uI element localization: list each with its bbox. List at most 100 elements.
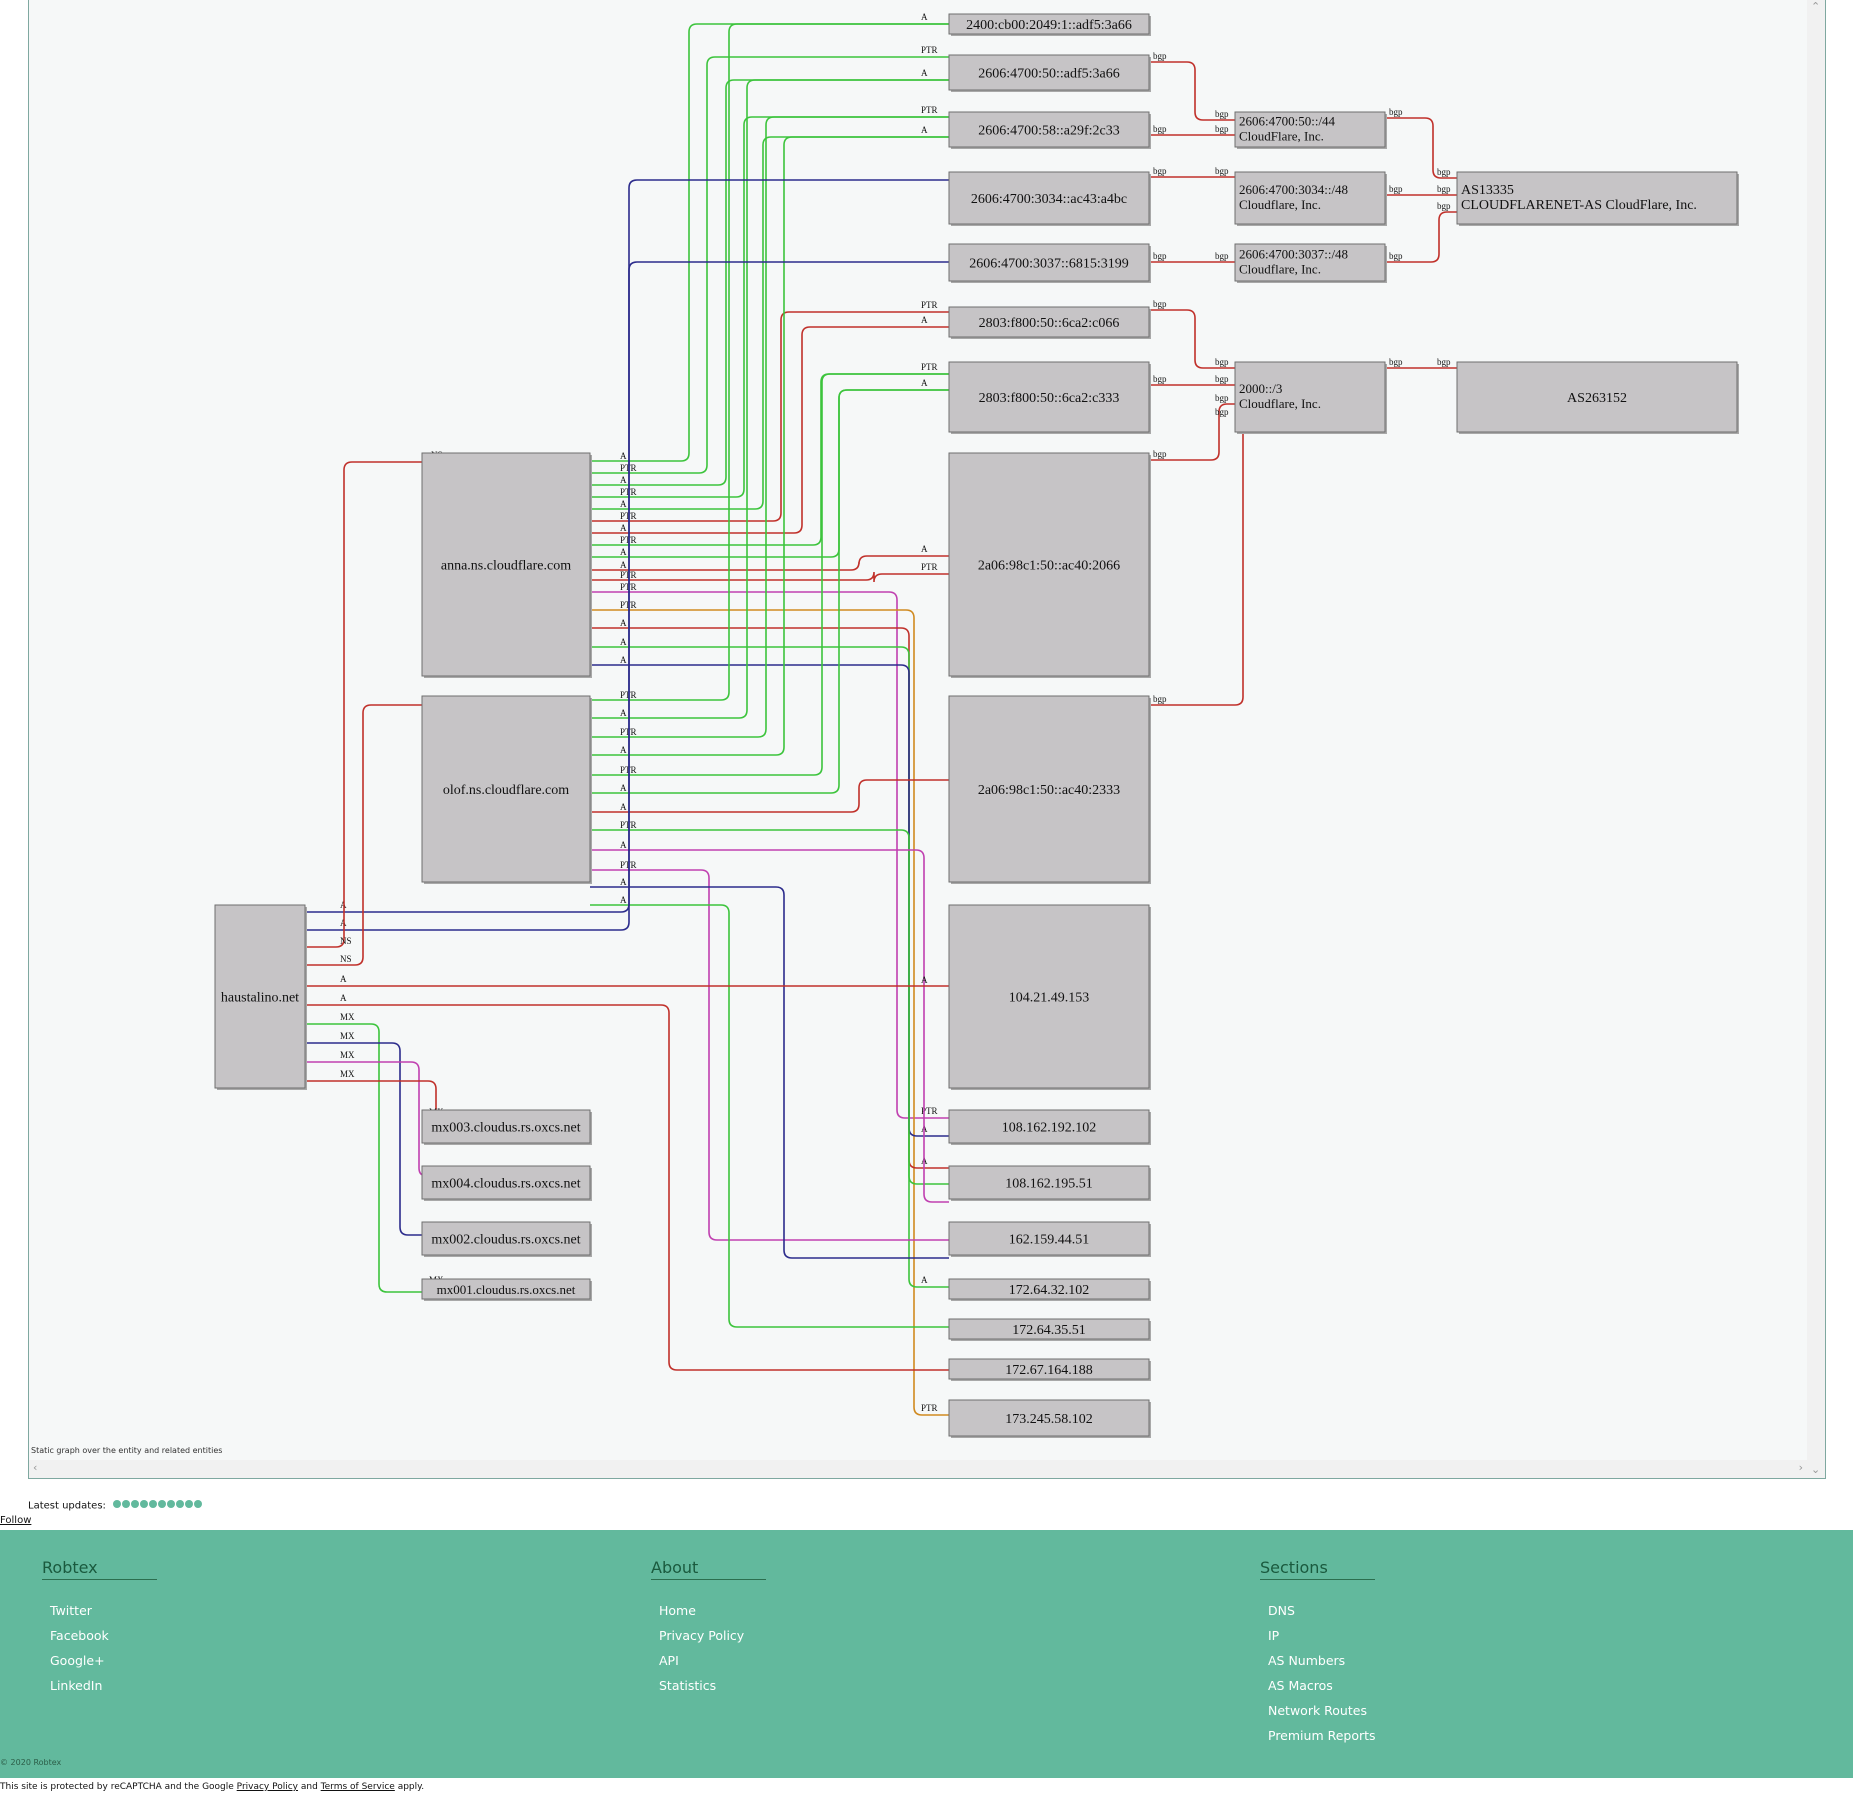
node-box <box>421 1165 591 1200</box>
edge-label: bgp <box>1437 184 1451 194</box>
update-dot[interactable] <box>185 1500 194 1508</box>
edge-label: bgp <box>1153 374 1167 384</box>
footer-link-ip[interactable]: IP <box>1268 1628 1280 1643</box>
edge-label: A <box>921 975 928 985</box>
node-ip2[interactable]: 2606:4700:50::adf5:3a66 <box>948 54 1151 92</box>
update-dot[interactable] <box>149 1500 158 1508</box>
footer-heading-sections: Sections <box>1260 1558 1375 1580</box>
node-mx002[interactable]: mx002.cloudus.rs.oxcs.net <box>421 1221 592 1257</box>
footer-link-premium-reports[interactable]: Premium Reports <box>1268 1728 1376 1743</box>
edge-label: bgp <box>1389 357 1403 367</box>
node-box <box>948 111 1150 148</box>
footer-link-privacy[interactable]: Privacy Policy <box>659 1628 745 1643</box>
node-ip13[interactable]: 162.159.44.51 <box>948 1221 1151 1257</box>
node-ip5[interactable]: 2606:4700:3037::6815:3199 <box>948 243 1151 283</box>
horizontal-scrollbar[interactable]: ‹ › <box>29 1460 1807 1478</box>
update-dot[interactable] <box>158 1500 167 1508</box>
graph-edge <box>590 23 949 701</box>
update-dot[interactable] <box>122 1500 131 1508</box>
node-as2[interactable]: AS263152 <box>1456 361 1739 434</box>
footer-link-as-numbers[interactable]: AS Numbers <box>1268 1653 1346 1668</box>
edge-label: bgp <box>1153 251 1167 261</box>
footer-link-facebook[interactable]: Facebook <box>50 1628 109 1643</box>
footer-link-home[interactable]: Home <box>659 1603 696 1618</box>
scroll-left-icon[interactable]: ‹ <box>33 1461 38 1474</box>
footer-link-dns[interactable]: DNS <box>1268 1603 1295 1618</box>
edge-label: bgp <box>1215 109 1229 119</box>
edge-label: A <box>620 637 627 647</box>
node-ip1[interactable]: 2400:cb00:2049:1::adf5:3a66 <box>948 13 1151 36</box>
node-mx001[interactable]: mx001.cloudus.rs.oxcs.net <box>421 1278 592 1301</box>
graph-edge <box>590 389 949 794</box>
update-dot[interactable] <box>140 1500 149 1508</box>
node-label: AS13335 <box>1461 183 1514 198</box>
scroll-up-icon[interactable]: ⌃ <box>1811 0 1821 13</box>
node-haustalino[interactable]: haustalino.net <box>214 904 307 1090</box>
edge-label: A <box>921 378 928 388</box>
node-ip10[interactable]: 104.21.49.153 <box>948 904 1151 1090</box>
scroll-right-icon[interactable]: › <box>1798 1461 1803 1474</box>
edge-label: bgp <box>1153 124 1167 134</box>
node-ip14[interactable]: 172.64.32.102 <box>948 1278 1151 1301</box>
edge-label: A <box>620 840 627 850</box>
footer-col-robtex: Robtex Twitter Facebook Google+ LinkedIn <box>42 1558 157 1698</box>
node-label: 2400:cb00:2049:1::adf5:3a66 <box>966 18 1132 33</box>
node-label: mx001.cloudus.rs.oxcs.net <box>437 1282 576 1297</box>
vertical-scrollbar[interactable]: ⌃ ⌄ <box>1807 0 1825 1478</box>
node-label: 2606:4700:50::/44 <box>1239 114 1336 129</box>
edge-label: bgp <box>1153 299 1167 309</box>
node-box <box>421 452 591 677</box>
update-dot[interactable] <box>194 1500 203 1508</box>
footer-link-twitter[interactable]: Twitter <box>50 1603 92 1618</box>
node-ip16[interactable]: 172.67.164.188 <box>948 1358 1151 1381</box>
node-ip17[interactable]: 173.245.58.102 <box>948 1399 1151 1438</box>
footer-link-as-macros[interactable]: AS Macros <box>1268 1678 1333 1693</box>
node-label: 2a06:98c1:50::ac40:2066 <box>978 559 1120 574</box>
update-dot[interactable] <box>113 1500 122 1508</box>
node-ip8[interactable]: 2a06:98c1:50::ac40:2066 <box>948 452 1151 678</box>
node-anna[interactable]: anna.ns.cloudflare.com <box>421 452 592 678</box>
node-label: 2606:4700:58::a29f:2c33 <box>978 124 1120 139</box>
scroll-down-icon[interactable]: ⌄ <box>1811 1463 1821 1476</box>
terms-link[interactable]: Terms of Service <box>320 1782 395 1792</box>
node-label: 108.162.195.51 <box>1005 1177 1093 1192</box>
footer-link-googleplus[interactable]: Google+ <box>50 1653 105 1668</box>
node-label: haustalino.net <box>221 991 299 1006</box>
node-ip11[interactable]: 108.162.192.102 <box>948 1109 1151 1145</box>
update-dot[interactable] <box>176 1500 185 1508</box>
footer-link-linkedin[interactable]: LinkedIn <box>50 1678 103 1693</box>
graph-edge <box>590 79 949 486</box>
node-ip3[interactable]: 2606:4700:58::a29f:2c33 <box>948 111 1151 149</box>
update-dot[interactable] <box>131 1500 140 1508</box>
graph-edge <box>305 261 949 931</box>
node-ip6[interactable]: 2803:f800:50::6ca2:c066 <box>948 306 1151 339</box>
node-ip9[interactable]: 2a06:98c1:50::ac40:2333 <box>948 695 1151 884</box>
node-mx003[interactable]: mx003.cloudus.rs.oxcs.net <box>421 1109 592 1145</box>
update-dots[interactable] <box>113 1500 203 1511</box>
node-mx004[interactable]: mx004.cloudus.rs.oxcs.net <box>421 1165 592 1201</box>
graph-edge <box>590 591 949 1119</box>
node-olof[interactable]: olof.ns.cloudflare.com <box>421 695 592 884</box>
follow-link[interactable]: Follow <box>0 1515 32 1526</box>
node-box <box>948 1165 1150 1200</box>
footer-link-statistics[interactable]: Statistics <box>659 1678 717 1693</box>
graph-edge <box>305 1004 949 1371</box>
footer-link-network-routes[interactable]: Network Routes <box>1268 1703 1367 1718</box>
node-ip12[interactable]: 108.162.195.51 <box>948 1165 1151 1201</box>
privacy-policy-link[interactable]: Privacy Policy <box>236 1782 299 1792</box>
update-dot[interactable] <box>167 1500 176 1508</box>
graph-edge <box>1149 309 1235 369</box>
node-label: 2803:f800:50::6ca2:c333 <box>979 391 1120 406</box>
node-ip15[interactable]: 172.64.35.51 <box>948 1318 1151 1341</box>
node-ip4[interactable]: 2606:4700:3034::ac43:a4bc <box>948 171 1151 226</box>
footer-heading-about: About <box>651 1558 766 1580</box>
edge-label: MX <box>340 1031 355 1041</box>
node-ip7[interactable]: 2803:f800:50::6ca2:c333 <box>948 361 1151 434</box>
footer-link-api[interactable]: API <box>659 1653 679 1668</box>
